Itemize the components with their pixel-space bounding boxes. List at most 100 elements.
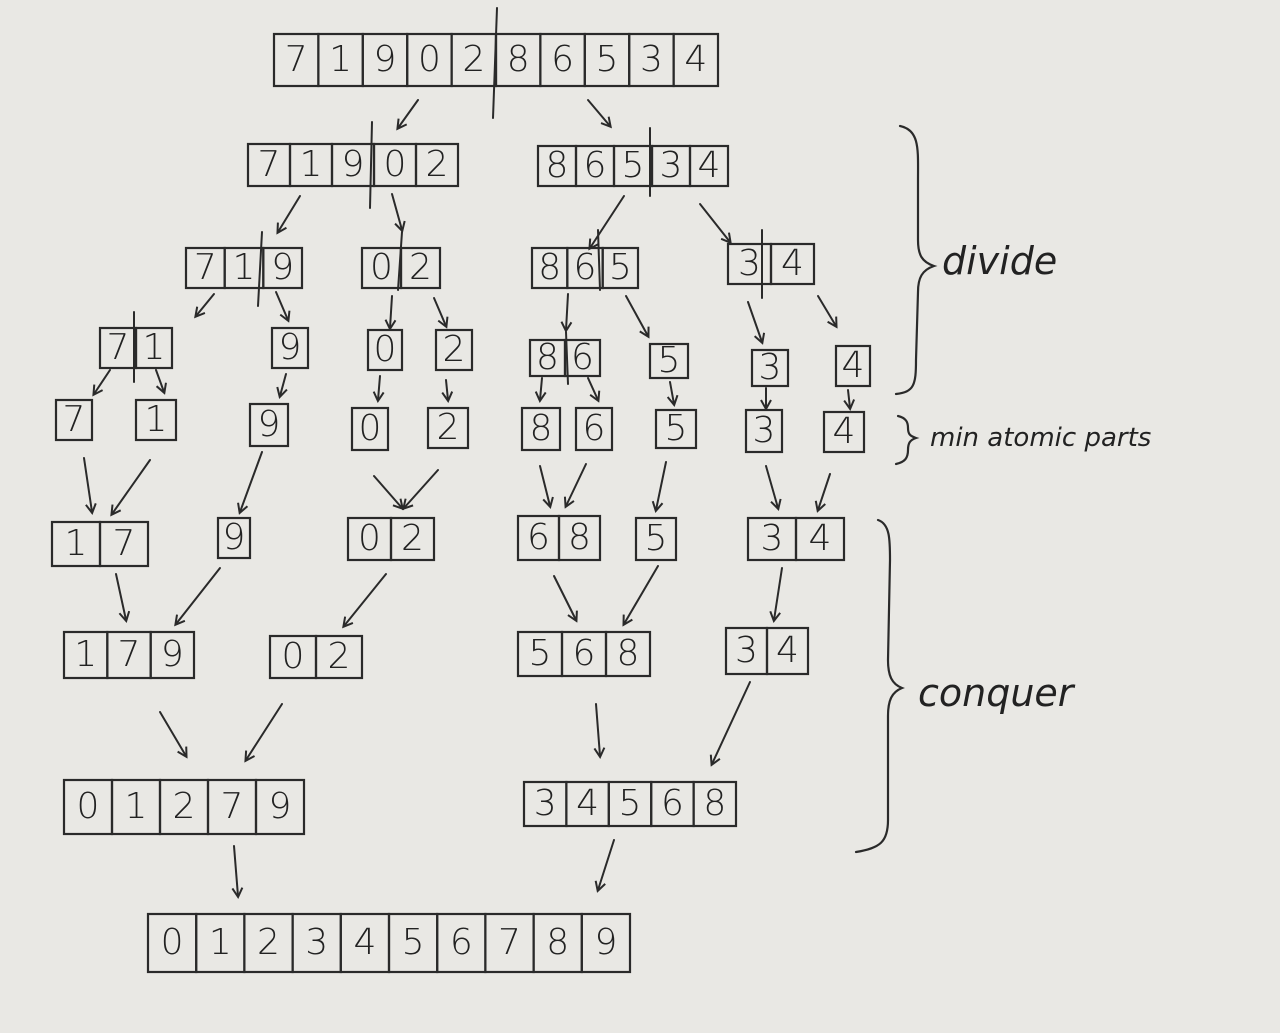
array-cell-value: 0 [384,144,407,185]
array-cell [216,516,252,560]
array-cell-value: 6 [661,783,684,824]
array-cell-value: 6 [551,39,574,80]
array-cell-value: 7 [194,247,217,288]
array-cell-value: 3 [660,145,683,186]
array-cell-value: 2 [462,39,485,80]
array-a13: 3 [750,347,790,388]
flow-arrow [587,377,598,400]
array-cell [750,348,790,388]
flow-arrow [566,293,568,330]
array-cell-value: 5 [402,922,425,963]
array-cell-value: 0 [374,329,397,370]
flow-arrow [747,301,762,342]
flow-arrow [94,369,111,394]
array-cell [765,626,810,676]
array-cell-value: 7 [258,144,281,185]
array-cell-value: 4 [684,39,707,80]
array-cell-value: 2 [401,518,424,559]
array-cell [769,242,816,286]
array-a10: 2 [434,328,474,372]
array-cell-value: 2 [257,922,280,963]
flow-arrow [699,203,730,242]
array-cell [822,410,866,454]
array-cell-value: 1 [300,144,323,185]
array-cell-value: 0 [161,922,184,963]
flow-arrow [240,451,263,512]
array-cell-value: 4 [809,518,832,559]
array-cell-value: 7 [285,39,308,80]
array-cell [634,516,678,562]
array-cell-value: 0 [282,636,305,677]
array-cell-value: 6 [571,337,594,378]
array-cell-value: 8 [546,922,569,963]
array-cell-value: 8 [507,39,530,80]
array-b6: 8 [520,406,562,452]
flow-arrow [378,375,380,400]
array-cell-value: 5 [622,145,645,186]
flow-arrow [344,573,387,626]
array-cell-value: 2 [443,329,466,370]
array-cell-value: 7 [63,399,86,440]
divide-label: divide [942,239,1057,283]
conquer-label: conquer [918,671,1076,715]
arrows-layer [83,99,850,896]
array-cell-value: 9 [271,247,294,288]
split-line [565,331,569,385]
array-b9: 3 [744,408,784,454]
array-cell [692,780,738,828]
flow-arrow [115,573,126,620]
array-cell-value: 0 [418,39,441,80]
flow-arrow [656,461,667,510]
array-a14: 4 [834,344,872,388]
flow-arrow [670,381,674,404]
flow-arrow [566,463,587,506]
array-cell-value: 6 [583,408,606,449]
array-cell-value: 6 [584,145,607,186]
array-cell [688,144,730,188]
array-b5: 2 [426,406,470,450]
array-cell-value: 9 [269,786,292,827]
atomic-label: min atomic parts [930,423,1151,453]
array-cell-value: 8 [703,783,726,824]
array-cell-value: 7 [107,327,130,368]
array-b3: 9 [248,402,290,448]
flow-arrow [774,567,783,620]
split-line [257,231,263,307]
array-cell [654,408,698,450]
array-c2: 9 [216,516,252,560]
array-cell-value: 0 [77,786,100,827]
array-cell-value: 1 [233,247,256,288]
array-cell-value: 4 [781,243,804,284]
flow-arrow [446,379,448,400]
array-cell-value: 2 [437,407,460,448]
flow-arrow [112,459,151,514]
array-cell-value: 2 [328,636,351,677]
array-cell-value: 9 [223,517,246,558]
flow-arrow [280,373,286,396]
flow-arrow [712,681,751,764]
array-b7: 6 [574,406,614,452]
array-cell-value: 9 [374,39,397,80]
array-c5: 5 [634,516,678,562]
split-line [369,121,373,209]
flow-arrow [624,565,659,624]
array-cell [248,402,290,448]
array-cell-value: 1 [145,399,168,440]
array-a12: 5 [648,340,690,381]
array-cell-value: 3 [735,630,758,671]
array-cell-value: 0 [370,247,393,288]
flow-arrow [539,465,550,506]
flow-arrow [848,389,850,408]
flow-arrow [818,473,831,510]
array-cell-value: 8 [538,247,561,288]
array-cell-value: 3 [305,922,328,963]
flow-arrow [598,839,615,890]
